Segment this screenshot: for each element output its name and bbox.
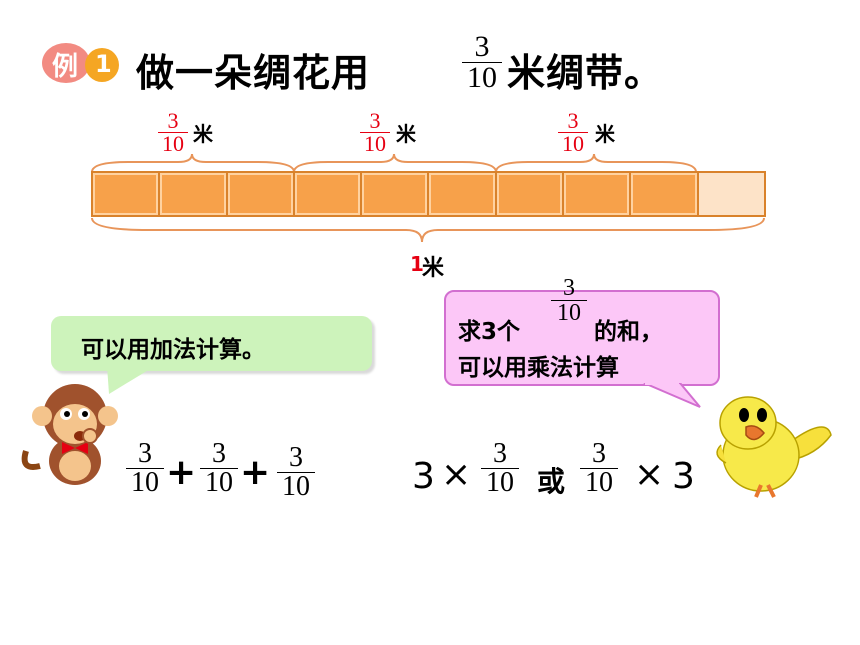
problem-title: 做一朵绸花用 bbox=[136, 51, 371, 95]
mult-three-2: 3 bbox=[672, 456, 695, 497]
bottom-brace bbox=[91, 217, 765, 243]
bird-illustration bbox=[716, 396, 832, 498]
plus-sign-1: + bbox=[166, 452, 197, 493]
strip-cell-filled bbox=[631, 173, 699, 215]
strip-cell-filled bbox=[496, 173, 565, 215]
strip-cell-filled bbox=[362, 173, 430, 215]
top-brace-3 bbox=[495, 153, 697, 173]
top-brace-1 bbox=[91, 153, 295, 173]
mult-three-1: 3 bbox=[412, 456, 435, 497]
top-brace-2 bbox=[293, 153, 497, 173]
badge-number: 1 bbox=[95, 50, 112, 78]
badge-label: 例 bbox=[52, 52, 79, 82]
ribbon-strip bbox=[91, 171, 766, 217]
bubble-addition-text: 可以用加法计算。 bbox=[81, 337, 265, 363]
strip-cell-filled bbox=[160, 173, 228, 215]
total-value: 1 bbox=[410, 252, 424, 276]
strip-cell-filled bbox=[93, 173, 161, 215]
total-unit: 米 bbox=[422, 256, 445, 281]
title-fraction: 3 10 bbox=[462, 32, 502, 93]
example-badge: 例 1 bbox=[40, 38, 122, 88]
bubble-left-tail bbox=[107, 366, 155, 394]
strip-cell-empty bbox=[698, 173, 764, 215]
strip-cell-filled bbox=[227, 173, 295, 215]
speech-bubble-multiplication: 求3个 的和， 可以用乘法计算 bbox=[444, 290, 720, 386]
speech-bubble-addition: 可以用加法计算。 bbox=[51, 316, 372, 371]
bubble-right-tail bbox=[643, 383, 701, 408]
strip-cell-filled bbox=[429, 173, 497, 215]
strip-cell-filled bbox=[294, 173, 363, 215]
bubble-line1-suffix: 的和， bbox=[594, 319, 663, 345]
segment-braces bbox=[91, 153, 765, 243]
segment-unit-1: 米 bbox=[193, 122, 213, 146]
monkey-illustration bbox=[21, 384, 118, 485]
problem-title-suffix: 米绸带。 bbox=[507, 51, 664, 95]
segment-unit-2: 米 bbox=[396, 122, 416, 146]
times-sign-1: × bbox=[441, 454, 472, 495]
times-sign-2: × bbox=[634, 454, 665, 495]
segment-unit-3: 米 bbox=[595, 122, 615, 146]
or-text: 或 bbox=[537, 465, 566, 498]
bubble-line2: 可以用乘法计算 bbox=[458, 355, 619, 381]
plus-sign-2: + bbox=[240, 452, 271, 493]
strip-cell-filled bbox=[564, 173, 632, 215]
bubble-line1-prefix: 求3个 bbox=[458, 319, 521, 345]
